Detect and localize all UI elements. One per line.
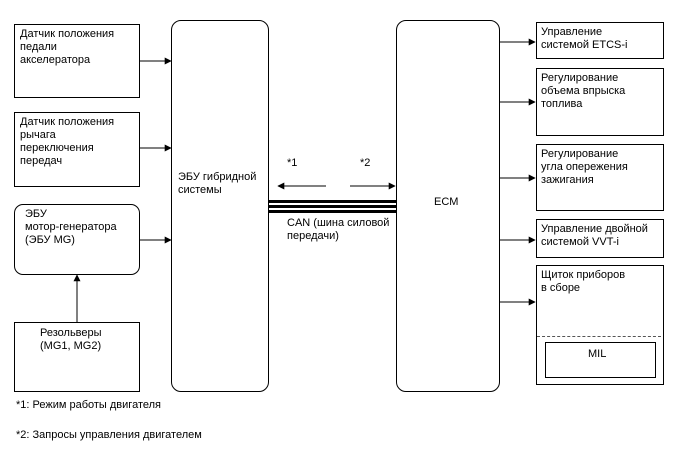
can-bus-line-2 <box>268 205 396 208</box>
resolvers-label: Резольверы (MG1, MG2) <box>40 327 102 352</box>
hybrid-ecu-label: ЭБУ гибридной системы <box>178 171 257 196</box>
fuel-label: Регулирование объема впрыска топлива <box>541 72 626 110</box>
resolvers-box: Резольверы (MG1, MG2) <box>14 322 140 392</box>
cluster-label: Щиток приборов в сборе <box>541 269 626 294</box>
mg-ecu-box: ЭБУ мотор-генератора (ЭБУ MG) <box>14 204 140 275</box>
mg-ecu-label: ЭБУ мотор-генератора (ЭБУ MG) <box>25 208 117 246</box>
etcs-box: Управление системой ETCS-i <box>536 22 664 59</box>
mil-box: MIL <box>545 342 656 378</box>
ecm-label: ECM <box>434 196 459 208</box>
cluster-divider <box>537 336 661 337</box>
fuel-box: Регулирование объема впрыска топлива <box>536 68 664 136</box>
can-bus-line-1 <box>268 200 396 203</box>
note-2: *2: Запросы управления двигателем <box>16 429 202 441</box>
ecm-box: ECM <box>396 20 500 392</box>
can-bus-line-3 <box>268 210 396 213</box>
can-bus-label: CAN (шина силовой передачи) <box>287 217 390 242</box>
note-1: *1: Режим работы двигателя <box>16 399 161 411</box>
marker-2: *2 <box>360 157 371 169</box>
ignition-label: Регулирование угла опережения зажигания <box>541 148 628 186</box>
shift-sensor-label: Датчик положения рычага переключения пер… <box>20 116 115 167</box>
ignition-box: Регулирование угла опережения зажигания <box>536 144 664 211</box>
hybrid-ecu-box: ЭБУ гибридной системы <box>171 20 269 392</box>
accel-sensor-box: Датчик положения педали акселератора <box>14 24 140 98</box>
etcs-label: Управление системой ETCS-i <box>541 26 628 51</box>
shift-sensor-box: Датчик положения рычага переключения пер… <box>14 112 140 187</box>
marker-1: *1 <box>287 157 298 169</box>
accel-sensor-label: Датчик положения педали акселератора <box>20 28 115 66</box>
mil-label: MIL <box>588 348 607 360</box>
vvt-box: Управление двойной системой VVT-i <box>536 219 664 258</box>
vvt-label: Управление двойной системой VVT-i <box>541 223 648 248</box>
